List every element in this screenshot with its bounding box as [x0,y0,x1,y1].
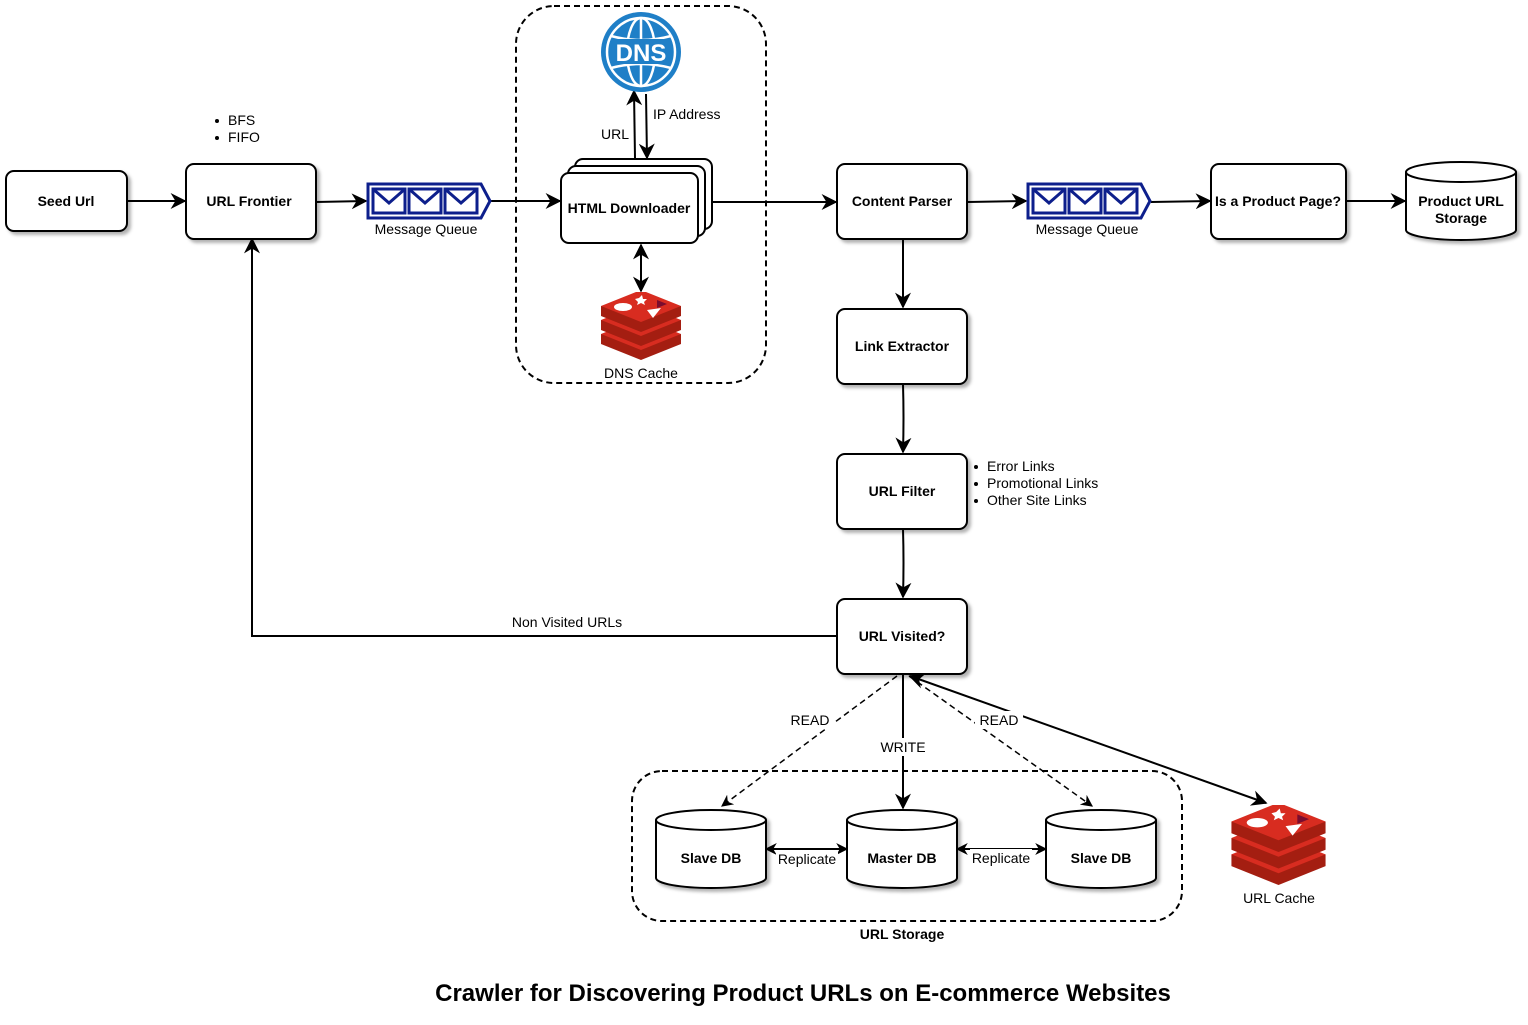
edge-visited-read-slave-right [908,675,1093,807]
edge-label-read-right: READ [980,712,1019,728]
redis-cache-icon [1231,805,1326,885]
is-product-page-label: Is a Product Page? [1215,193,1341,209]
edge-visited-to-frontier [244,237,836,637]
url-frontier-label: URL Frontier [206,193,292,209]
message-queue-2: Message Queue [1026,182,1152,237]
edge-label-ip-address: IP Address [653,106,720,122]
diagram-title: Crawler for Discovering Product URLs on … [435,980,1171,1007]
filter-note-error-links: Error Links [987,458,1055,474]
dns-cache-label: DNS Cache [604,365,678,381]
html-downloader-node[interactable]: HTML Downloader [560,158,713,244]
link-extractor-label: Link Extractor [855,338,950,354]
edge-queue-to-productcheck [1150,193,1212,210]
edge-dns-to-downloader [638,93,655,160]
downloader-group [515,5,767,384]
slave-db-left-label: Slave DB [681,850,742,866]
url-filter-node[interactable]: URL Filter [836,453,968,530]
edge-visited-read-slave-left [721,675,898,807]
product-url-storage-label-2: Storage [1435,210,1487,226]
seed-url-label: Seed Url [38,193,95,209]
edge-label-write: WRITE [880,739,925,755]
message-queue-icon [1026,182,1152,220]
frontier-note-bfs: BFS [228,112,255,128]
edge-label-replicate-right: Replicate [972,850,1031,866]
url-visited-node[interactable]: URL Visited? [836,598,968,675]
edge-label-non-visited-urls: Non Visited URLs [512,614,622,630]
url-cache-node: URL Cache [1231,805,1326,906]
dns-icon-text: DNS [616,40,667,67]
product-url-storage-label-1: Product URL [1418,193,1504,209]
slave-db-left-node[interactable]: Slave DB [655,809,767,889]
url-frontier-node[interactable]: URL Frontier [185,163,317,240]
dns-node: DNS [601,12,681,92]
frontier-note-fifo: FIFO [228,129,260,145]
html-downloader-label: HTML Downloader [568,200,691,216]
slave-db-right-node[interactable]: Slave DB [1045,809,1157,889]
link-extractor-node[interactable]: Link Extractor [836,308,968,385]
seed-url-node[interactable]: Seed Url [5,170,128,232]
url-storage-group [631,770,1183,922]
dns-cache-node: DNS Cache [601,292,681,381]
master-db-label: Master DB [867,850,936,866]
filter-note-other-site-links: Other Site Links [987,492,1087,508]
url-filter-label: URL Filter [869,483,936,499]
edge-downloader-to-dns [626,89,643,159]
message-queue-2-label: Message Queue [1036,221,1139,237]
edge-extractor-to-filter [895,383,912,454]
redis-cache-icon [601,292,681,360]
product-url-storage-node[interactable]: Product URL Storage [1405,161,1517,241]
edge-parser-to-queue [967,193,1028,210]
master-db-node[interactable]: Master DB [846,809,958,889]
slave-db-right-label: Slave DB [1071,850,1132,866]
url-visited-label: URL Visited? [859,628,946,644]
frontier-notes: BFS FIFO [215,112,260,145]
is-product-page-node[interactable]: Is a Product Page? [1210,163,1347,240]
edge-label-replicate-left: Replicate [778,851,837,867]
dns-globe-icon: DNS [601,12,681,92]
message-queue-1: Message Queue [366,182,492,237]
message-queue-1-label: Message Queue [375,221,478,237]
filter-notes: Error Links Promotional Links Other Site… [974,458,1098,508]
content-parser-label: Content Parser [852,193,953,209]
edge-filter-to-visited [895,528,912,599]
message-queue-icon [366,182,492,220]
url-storage-label: URL Storage [860,926,945,942]
content-parser-node[interactable]: Content Parser [836,163,968,240]
url-cache-label: URL Cache [1243,890,1315,906]
edge-label-read-left: READ [791,712,830,728]
edge-frontier-to-queue [315,193,368,210]
filter-note-promotional-links: Promotional Links [987,475,1098,491]
edge-label-url: URL [601,126,629,142]
edge-visited-urlcache [908,673,1268,806]
